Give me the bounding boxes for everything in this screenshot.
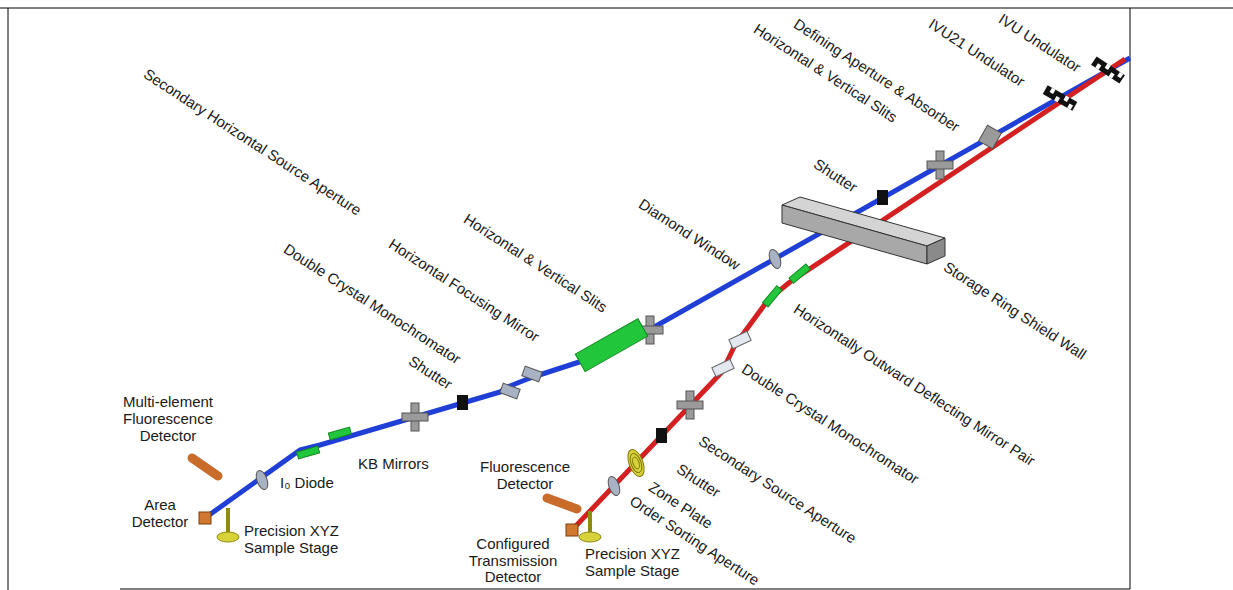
- frame-line: [1130, 8, 1131, 589]
- component-label: I₀ Diode: [280, 474, 334, 491]
- order-sorting-aperture: [606, 475, 622, 497]
- component-label: Fluorescence Detector: [475, 458, 575, 492]
- shutter: [457, 395, 468, 410]
- aperture: [979, 125, 1002, 149]
- fluorescence-detector: [547, 498, 577, 509]
- undulator-pole: [1095, 63, 1101, 69]
- undulator: [1043, 85, 1078, 110]
- deflecting-mirror: [789, 264, 810, 284]
- wall-end: [927, 238, 945, 264]
- mirror-body: [297, 446, 320, 459]
- undulator-pole: [1067, 103, 1073, 109]
- component-label: Diamond Window: [636, 195, 744, 273]
- dcm-crystal: [500, 383, 520, 399]
- undulator-pole: [1063, 96, 1069, 102]
- zone-ring: [625, 447, 648, 478]
- stage-base: [579, 532, 601, 542]
- slit-blade: [677, 401, 703, 409]
- shutter: [877, 190, 888, 205]
- crystal: [500, 383, 520, 399]
- undulator-pole: [1105, 64, 1111, 70]
- zone-plate: [625, 447, 648, 478]
- shutter: [656, 428, 667, 443]
- crystal: [522, 366, 542, 382]
- dcm-crystal: [729, 331, 751, 349]
- slits: [402, 403, 428, 431]
- component-label: Double Crystal Monochromator: [281, 240, 464, 367]
- undulator: [1091, 56, 1125, 83]
- fluorescence-detector: [192, 458, 218, 476]
- mirror-body: [575, 319, 648, 372]
- stage-base: [217, 532, 239, 542]
- blue-beam: [205, 58, 1130, 518]
- component-label: Storage Ring Shield Wall: [941, 258, 1090, 363]
- frame-line: [120, 589, 1130, 590]
- area-detector: [199, 512, 211, 524]
- kb-mirror: [328, 427, 351, 440]
- component-label: Horizontally Outward Deflecting Mirror P…: [791, 300, 1039, 469]
- crystal: [712, 359, 734, 377]
- shield-wall: [782, 197, 945, 264]
- zone-ring: [628, 452, 644, 474]
- mirror-body: [763, 286, 783, 307]
- mirror-body: [328, 427, 351, 440]
- component-label: KB Mirrors: [358, 455, 429, 472]
- undulator-pole: [1117, 72, 1123, 78]
- aperture-block: [979, 125, 1002, 149]
- deflecting-mirror: [763, 286, 783, 307]
- component-label: Precision XYZ Sample Stage: [244, 522, 352, 556]
- dcm-crystal: [522, 366, 542, 382]
- frame-line: [8, 8, 9, 590]
- undulator-body: [1091, 56, 1125, 83]
- undulator-pole: [1054, 96, 1060, 102]
- undulator-body: [1043, 85, 1078, 110]
- component-label: Area Detector: [125, 496, 195, 530]
- crystal: [729, 331, 751, 349]
- component-label: Multi-element Fluorescence Detector: [108, 393, 228, 444]
- slits: [927, 151, 953, 179]
- component-label: Secondary Horizontal Source Aperture: [141, 65, 365, 219]
- red-beam: [572, 59, 1125, 530]
- dcm-crystal: [712, 359, 734, 377]
- undulator-pole: [1109, 72, 1115, 78]
- wall-front: [782, 205, 927, 264]
- component-label: Precision XYZ Sample Stage: [585, 545, 693, 579]
- frame-line: [0, 8, 1233, 9]
- component-label: Configured Transmission Detector: [457, 536, 569, 586]
- diode: [254, 469, 270, 491]
- slit-blade: [402, 413, 428, 421]
- mirror-body: [789, 264, 810, 284]
- slit-blade: [927, 161, 953, 169]
- undulator-pole: [1050, 88, 1056, 94]
- kb-mirror: [297, 446, 320, 459]
- slits: [677, 391, 703, 419]
- transmission-detector: [566, 524, 578, 536]
- zone-ring: [631, 456, 641, 469]
- component-label: Shutter: [811, 155, 861, 196]
- focusing-mirror: [575, 319, 648, 372]
- diamond-window: [767, 248, 783, 270]
